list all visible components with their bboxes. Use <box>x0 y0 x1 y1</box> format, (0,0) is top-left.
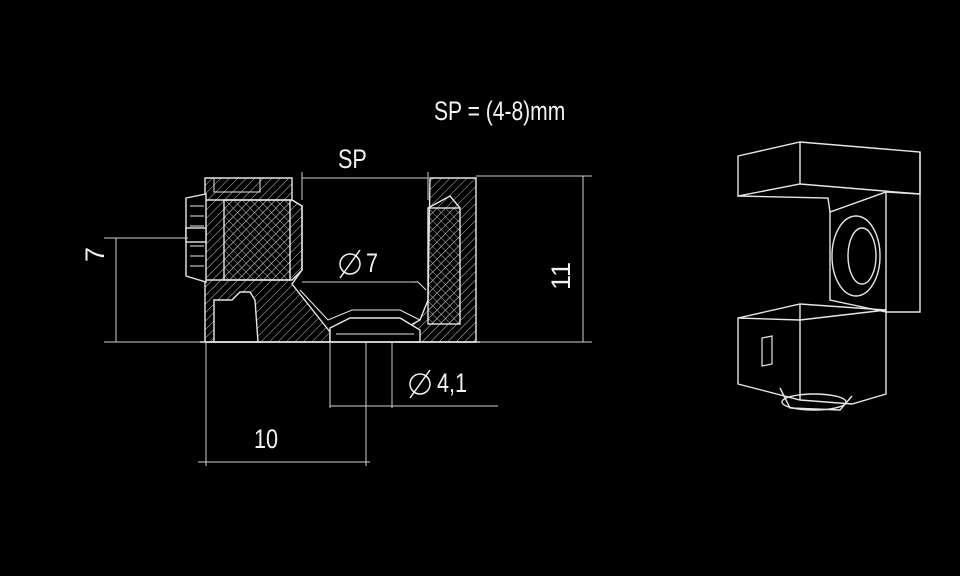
spec-sp-range: SP = (4-8)mm <box>434 96 566 126</box>
left-lower-cavity <box>213 291 259 343</box>
dimension-sp-label: SP <box>338 144 367 174</box>
dimension-height-7-label: 7 <box>80 246 110 262</box>
dimension-diameter-7-label: 7 <box>366 248 379 278</box>
isometric-3d-view <box>737 141 921 411</box>
diameter-4-1-symbol <box>409 369 431 399</box>
seal-ring <box>329 317 421 343</box>
set-screw <box>185 193 303 283</box>
cross-section-view <box>185 177 480 343</box>
dimension-diameter-4-1-label: 4,1 <box>437 368 468 398</box>
dimension-lines <box>104 172 592 466</box>
dimension-width-10-label: 10 <box>254 424 279 454</box>
spring-column <box>427 207 461 325</box>
dimension-height-11-label: 11 <box>546 261 576 290</box>
diameter-7-symbol <box>339 249 361 279</box>
